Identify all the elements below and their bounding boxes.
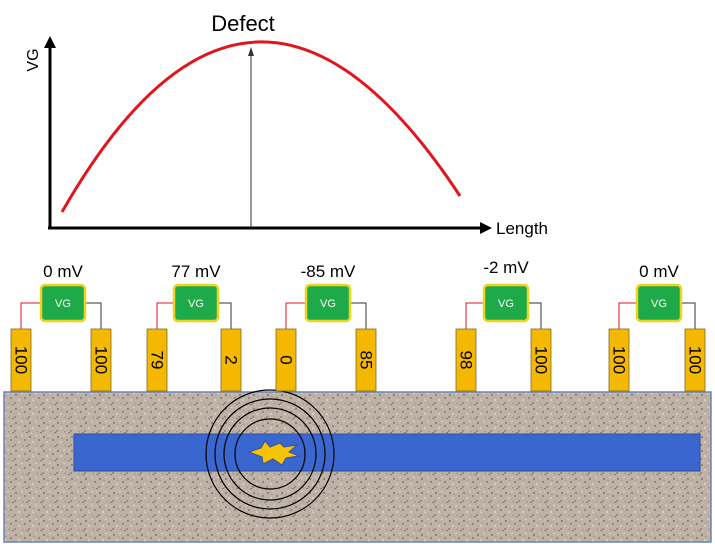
- electrode-right: [90, 328, 112, 392]
- voltmeter-box: [172, 283, 220, 323]
- electrode-right-value: 85: [357, 351, 376, 370]
- voltmeter-label: VG: [651, 298, 667, 310]
- voltage-reading: -85 mV: [301, 262, 356, 281]
- electrode-right-value: 100: [532, 346, 551, 374]
- electrode-left-value: 0: [277, 355, 296, 364]
- signal-ring: [223, 407, 317, 501]
- voltage-reading: 0 mV: [639, 262, 679, 281]
- voltage-reading: 77 mV: [171, 262, 221, 281]
- electrode-left: [146, 328, 168, 392]
- electrode-right: [220, 328, 242, 392]
- electrode-left: [10, 328, 32, 392]
- lead-wire-red: [156, 302, 174, 329]
- voltmeter-label: VG: [188, 298, 204, 310]
- voltmeter-box: [39, 283, 87, 323]
- voltmeter-box: [635, 283, 683, 323]
- graph-title: Defect: [211, 11, 275, 36]
- voltmeter-box: [304, 283, 352, 323]
- vg-signal-curve: [60, 40, 462, 213]
- voltage-reading: -2 mV: [483, 258, 529, 277]
- electrode-left-value: 100: [610, 346, 629, 374]
- voltmeter-station: VG 0 mV 100 100: [10, 262, 112, 392]
- signal-ring: [205, 389, 335, 519]
- lead-wire-black: [218, 302, 232, 329]
- voltmeter-label: VG: [320, 298, 336, 310]
- voltmeter-label: VG: [55, 298, 71, 310]
- x-axis-arrow-icon: [480, 222, 492, 234]
- voltage-reading: 0 mV: [43, 262, 83, 281]
- lead-wire-red: [618, 302, 637, 329]
- electrode-left: [455, 328, 477, 392]
- electrode-right-value: 2: [222, 355, 241, 364]
- voltmeter-box: [482, 283, 530, 323]
- lead-wire-red: [285, 302, 306, 329]
- electrode-left-value: 98: [457, 351, 476, 370]
- y-axis-arrow-icon: [44, 36, 56, 48]
- electrode-right: [355, 328, 377, 392]
- voltmeter-station: VG -2 mV 98 100: [455, 258, 552, 392]
- lead-wire-black: [350, 302, 367, 329]
- electrode-right-value: 100: [686, 346, 705, 374]
- voltmeter-station: VG 0 mV 100 100: [608, 262, 706, 392]
- lead-wire-black: [681, 302, 696, 329]
- electrode-left: [275, 328, 297, 392]
- electrode-right: [530, 328, 552, 392]
- defect-burst-icon: [247, 440, 301, 466]
- voltmeter-station: VG 77 mV 79 2: [146, 262, 242, 392]
- electrode-left-value: 100: [12, 346, 31, 374]
- lead-wire-black: [85, 302, 102, 329]
- lead-wire-red: [20, 302, 41, 329]
- voltmeter-stations: VG 0 mV 100 100 VG 77 mV 79 2 VG -85 mV 0 85 VG -2 mV…: [10, 258, 706, 392]
- lead-wire-black: [528, 302, 542, 329]
- defect-marker-arrow-icon: [248, 47, 254, 56]
- electrode-right-value: 100: [92, 346, 111, 374]
- x-axis-label: Length: [496, 219, 548, 238]
- electrode-left: [608, 328, 630, 392]
- electrode-left-value: 79: [148, 351, 167, 370]
- vg-graph: Defect VG Length: [25, 11, 548, 238]
- electrode-right: [684, 328, 706, 392]
- signal-ring: [214, 398, 326, 510]
- signal-ring: [234, 418, 306, 490]
- buried-pipe: [73, 433, 701, 472]
- signal-rings: [205, 389, 335, 519]
- y-axis-label: VG: [25, 48, 42, 71]
- voltmeter-label: VG: [498, 298, 514, 310]
- lead-wire-red: [465, 302, 484, 329]
- voltmeter-station: VG -85 mV 0 85: [275, 262, 377, 392]
